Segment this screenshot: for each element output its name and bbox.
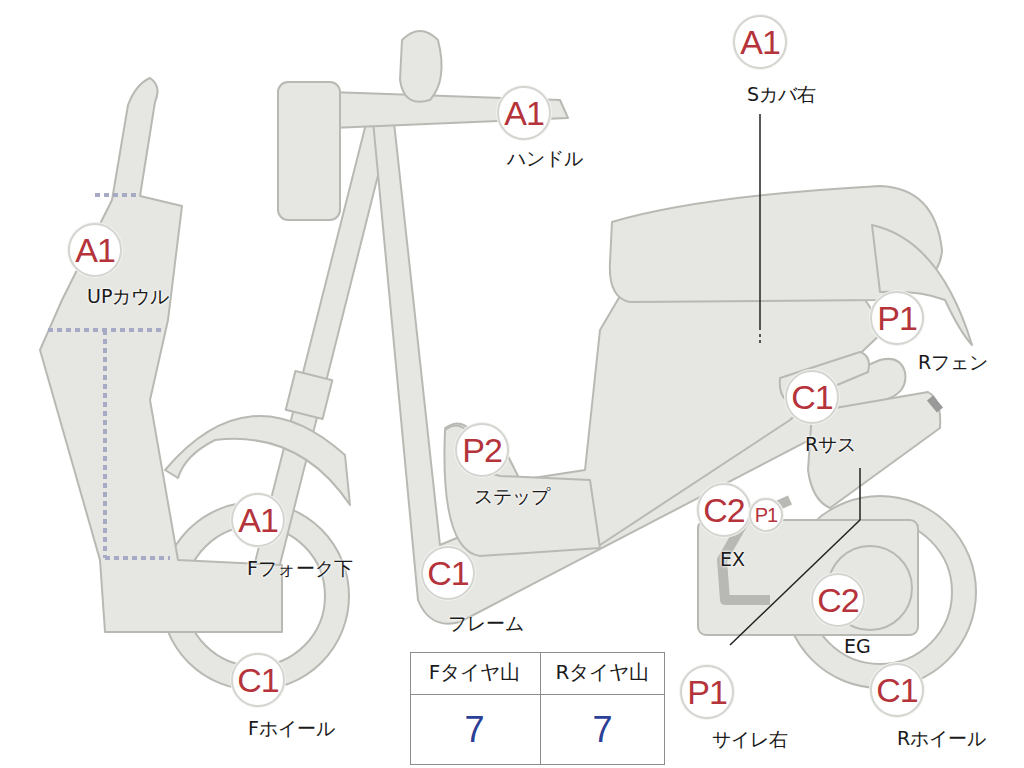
damage-code: C1: [237, 663, 278, 697]
part-name: サイレ右: [712, 729, 788, 750]
damage-code: A1: [740, 25, 780, 59]
panel-line: [95, 193, 140, 197]
table-header: Rタイヤ山: [556, 659, 650, 686]
damage-circle: C1フレーム: [421, 546, 475, 600]
part-name: Sカバ右: [747, 84, 816, 105]
damage-code: A1: [504, 96, 544, 130]
part-name: EX: [720, 549, 745, 570]
muffler-tip: [930, 398, 940, 410]
part-name: Rフェン: [918, 352, 988, 373]
tread-value: 7: [592, 709, 612, 751]
fork-collar: [286, 371, 333, 419]
part-name: フレーム: [448, 613, 524, 634]
part-name: ステップ: [474, 486, 550, 507]
damage-code: A1: [75, 233, 115, 267]
leader-line: [759, 114, 761, 330]
part-name: Rサス: [805, 434, 856, 455]
part-name: EG: [844, 636, 871, 657]
front-cowl: [40, 78, 282, 632]
damage-code: C1: [876, 673, 917, 707]
damage-code: P1: [755, 505, 777, 525]
headlight: [278, 82, 340, 220]
part-name: Rホイール: [897, 728, 986, 749]
damage-code: C1: [427, 556, 468, 590]
damage-code: P1: [687, 675, 727, 709]
panel-line: [103, 330, 107, 558]
damage-code: P2: [462, 433, 502, 467]
panel-line: [105, 556, 170, 560]
mirror: [400, 31, 442, 102]
damage-circle: A1ハンドル: [497, 86, 551, 140]
tread-value: 7: [464, 709, 484, 751]
damage-circle: C2EX: [697, 483, 751, 537]
damage-code: A1: [238, 503, 278, 537]
damage-code: C1: [791, 380, 832, 414]
leader-line: [859, 468, 861, 520]
tread-table: Fタイヤ山 Rタイヤ山 7 7: [410, 652, 665, 765]
damage-code: C2: [817, 583, 858, 617]
part-name: ハンドル: [507, 148, 583, 169]
table-header: Fタイヤ山: [429, 659, 521, 686]
damage-circle: P1Rフェン: [870, 291, 924, 345]
damage-code: C2: [703, 493, 744, 527]
damage-circle: P2ステップ: [455, 423, 509, 477]
step: [444, 425, 600, 556]
table-cell: 7: [410, 695, 540, 765]
leader-line: [759, 334, 761, 346]
part-name: Fフォーク下: [247, 558, 353, 579]
damage-circle: C1Rサス: [785, 370, 839, 424]
damage-code: P1: [877, 301, 917, 335]
table-cell: Fタイヤ山: [410, 652, 540, 695]
part-name: UPカウル: [87, 286, 169, 307]
damage-circle: C1Fホイール: [231, 653, 285, 707]
damage-circle: C1Rホイール: [870, 663, 924, 717]
table-cell: 7: [540, 695, 665, 765]
damage-circle: C2EG: [811, 573, 865, 627]
damage-circle: A1Sカバ右: [733, 15, 787, 69]
damage-circle: P1サイレ右: [680, 665, 734, 719]
damage-circle: P1: [749, 498, 783, 532]
front-fender: [165, 416, 350, 505]
damage-circle: A1Fフォーク下: [231, 493, 285, 547]
damage-circle: A1UPカウル: [68, 223, 122, 277]
part-name: Fホイール: [248, 718, 335, 739]
table-cell: Rタイヤ山: [540, 652, 665, 695]
